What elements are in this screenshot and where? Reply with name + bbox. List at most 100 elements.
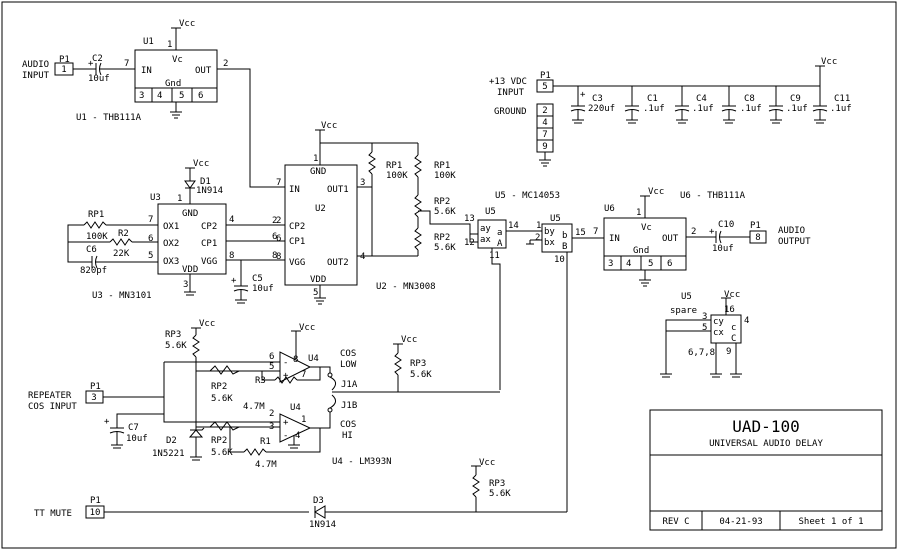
svg-text:1: 1 (301, 415, 306, 425)
svg-text:U5: U5 (681, 292, 692, 302)
svg-text:Vcc: Vcc (321, 121, 337, 131)
svg-text:7: 7 (124, 59, 129, 69)
svg-text:3: 3 (360, 178, 365, 188)
svg-text:Vcc: Vcc (299, 323, 315, 333)
svg-text:Gnd: Gnd (633, 246, 649, 256)
svg-text:COS: COS (340, 349, 356, 359)
svg-text:7: 7 (593, 227, 598, 237)
svg-text:INPUT: INPUT (497, 88, 525, 98)
plus13-label: +13 VDC (489, 77, 527, 87)
svg-text:1N5221: 1N5221 (152, 449, 185, 459)
svg-text:A: A (497, 239, 503, 249)
svg-text:10uf: 10uf (126, 434, 148, 444)
svg-text:.1uf: .1uf (786, 104, 808, 114)
svg-text:R3: R3 (255, 376, 266, 386)
svg-text:2: 2 (272, 216, 277, 226)
svg-text:cy: cy (713, 317, 724, 327)
j1a-jumper (327, 372, 333, 378)
svg-text:C1: C1 (647, 94, 658, 104)
u5-switch-a (477, 219, 507, 249)
svg-text:1: 1 (61, 65, 66, 75)
svg-text:8: 8 (293, 355, 298, 365)
svg-text:220uf: 220uf (588, 104, 615, 114)
svg-text:U5: U5 (485, 207, 496, 217)
svg-text:Vcc: Vcc (648, 187, 664, 197)
svg-text:16: 16 (724, 305, 735, 315)
svg-text:4: 4 (542, 118, 547, 128)
u2-desc: U2 - MN3008 (376, 282, 436, 292)
p1-pin-8 (749, 230, 767, 244)
svg-text:GND: GND (310, 167, 326, 177)
svg-text:OUT1: OUT1 (327, 185, 349, 195)
svg-text:+: + (709, 227, 715, 237)
u3-chip (157, 203, 227, 275)
svg-text:5: 5 (179, 91, 184, 101)
svg-text:J1B: J1B (341, 401, 357, 411)
svg-text:4.7M: 4.7M (255, 460, 277, 470)
svg-text:8: 8 (755, 233, 760, 243)
svg-text:11: 11 (489, 251, 500, 261)
svg-text:RP3: RP3 (165, 330, 181, 340)
tt-mute-section: TT MUTE P1 10 D3 1N914 Vcc RP3 5.6K (34, 458, 567, 530)
svg-text:2: 2 (535, 233, 540, 243)
svg-text:+: + (580, 90, 586, 100)
svg-text:Vcc: Vcc (193, 159, 209, 169)
u4-comparator-a (279, 351, 312, 383)
svg-text:C3: C3 (592, 94, 603, 104)
svg-text:4: 4 (229, 215, 234, 225)
svg-text:+: + (283, 371, 289, 381)
svg-text:4: 4 (360, 252, 365, 262)
svg-text:C6: C6 (86, 245, 97, 255)
svg-text:OX3: OX3 (163, 257, 179, 267)
svg-text:2: 2 (223, 59, 228, 69)
svg-text:12: 12 (464, 238, 475, 248)
svg-text:4: 4 (626, 259, 631, 269)
u2-chip (284, 164, 358, 286)
svg-text:HI: HI (342, 431, 353, 441)
svg-text:+: + (88, 59, 94, 69)
svg-text:1: 1 (167, 40, 172, 50)
svg-text:8: 8 (229, 251, 234, 261)
svg-text:U1: U1 (143, 37, 154, 47)
svg-text:P1: P1 (750, 221, 761, 231)
u1-chip (134, 49, 218, 89)
svg-text:22K: 22K (113, 249, 130, 259)
svg-text:6: 6 (198, 91, 203, 101)
svg-text:3: 3 (183, 280, 188, 290)
svg-text:Vcc: Vcc (724, 290, 740, 300)
svg-text:OUT: OUT (195, 66, 212, 76)
svg-text:COS: COS (340, 420, 356, 430)
svg-text:C: C (731, 334, 736, 344)
svg-text:OUTPUT: OUTPUT (778, 237, 811, 247)
u5-desc: U5 - MC14053 (495, 191, 560, 201)
svg-text:RP1: RP1 (386, 161, 402, 171)
svg-text:3: 3 (702, 312, 707, 322)
svg-text:RP3: RP3 (410, 359, 426, 369)
svg-text:P1: P1 (90, 496, 101, 506)
u4-comparator-b (279, 413, 312, 443)
svg-text:U4: U4 (290, 403, 301, 413)
svg-text:+: + (104, 417, 110, 427)
svg-text:5.6K: 5.6K (434, 243, 456, 253)
date: 04-21-93 (719, 517, 762, 527)
u5-switch-b (541, 223, 573, 253)
svg-text:6: 6 (276, 234, 281, 244)
svg-text:.1uf: .1uf (643, 104, 665, 114)
u6-section: U6 U6 - THB111A IN OUT Vc Gnd 7 2 1 Vcc … (593, 187, 811, 287)
svg-text:VGG: VGG (289, 258, 305, 268)
svg-text:6: 6 (269, 352, 274, 362)
svg-text:D3: D3 (313, 496, 324, 506)
svg-text:ay: ay (480, 224, 491, 234)
svg-text:.1uf: .1uf (692, 104, 714, 114)
svg-text:OUT2: OUT2 (327, 258, 349, 268)
title: UAD-100 (732, 417, 799, 436)
svg-text:9: 9 (726, 347, 731, 357)
svg-text:6: 6 (148, 234, 153, 244)
svg-text:1: 1 (636, 208, 641, 218)
svg-text:C7: C7 (128, 423, 139, 433)
svg-text:2: 2 (542, 106, 547, 116)
svg-text:Vc: Vc (172, 55, 183, 65)
svg-text:bx: bx (544, 238, 555, 248)
svg-text:C11: C11 (834, 94, 850, 104)
svg-text:U3: U3 (150, 193, 161, 203)
